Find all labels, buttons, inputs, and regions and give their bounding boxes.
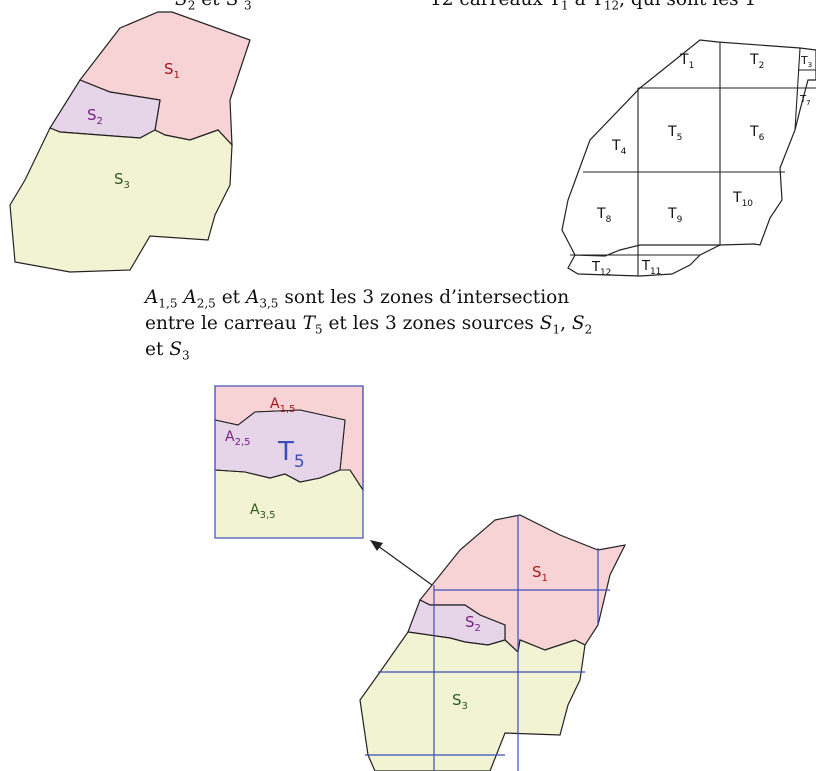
tile-label-t11: T11 [641,259,661,277]
label-a25: A2,5 [225,429,250,448]
tile-gridline [794,47,801,131]
tile-label-t7: T7 [799,94,811,107]
overlay-label-s2: S2 [465,613,481,634]
caption-line-1: A1,5 A2,5 et A3,5 sont les 3 zones d’int… [145,287,570,311]
label-a35: A3,5 [250,502,275,521]
zoom-arrow [370,540,433,586]
figure-caption: A1,5 A2,5 et A3,5 sont les 3 zones d’int… [145,285,745,363]
overlay-map: S1 S2 S3 [359,514,627,771]
overlay-label-s3: S3 [452,691,468,712]
label-a15: A1,5 [270,396,295,415]
zoom-tile-t5: A1,5 A2,5 T5 A3,5 [214,385,364,539]
label-t5-large: T5 [277,437,305,472]
tile-label-t5: T5 [667,124,682,143]
tiles-outline [561,39,816,277]
tile-label-t3: T3 [800,54,812,69]
tile-label-t12: T12 [591,260,611,278]
zone-s3-shape [9,127,233,273]
overlay-label-s1: S1 [532,563,548,584]
top-text-left: S2 et S 3 [175,0,252,13]
zoom-tile-border [214,385,364,539]
caption-line-3: et S3 [145,339,190,363]
tile-label-t6: T6 [749,124,765,143]
tile-label-t4: T4 [611,138,627,157]
tiles-map: T1 T2 T3 T4 T5 T6 T7 T8 T9 T10 T11 T12 [561,39,816,278]
source-zones-map: S1 S2 S3 [9,11,251,273]
tile-label-t9: T9 [667,206,683,225]
tile-label-t8: T8 [596,206,612,225]
label-s3: S3 [114,170,130,191]
tile-label-t2: T2 [749,52,764,71]
tile-label-t1: T1 [679,52,694,71]
top-text-right: 12 carreaux T1 à T12, qui sont les 1 [430,0,756,13]
overlay-zone-s3 [359,631,586,771]
area-a35-boundary [214,469,364,491]
tile-label-t10: T10 [732,190,753,209]
label-s2: S2 [87,106,103,127]
caption-line-2: entre le carreau T5 et les 3 zones sourc… [145,313,593,337]
label-s1: S1 [164,60,180,81]
